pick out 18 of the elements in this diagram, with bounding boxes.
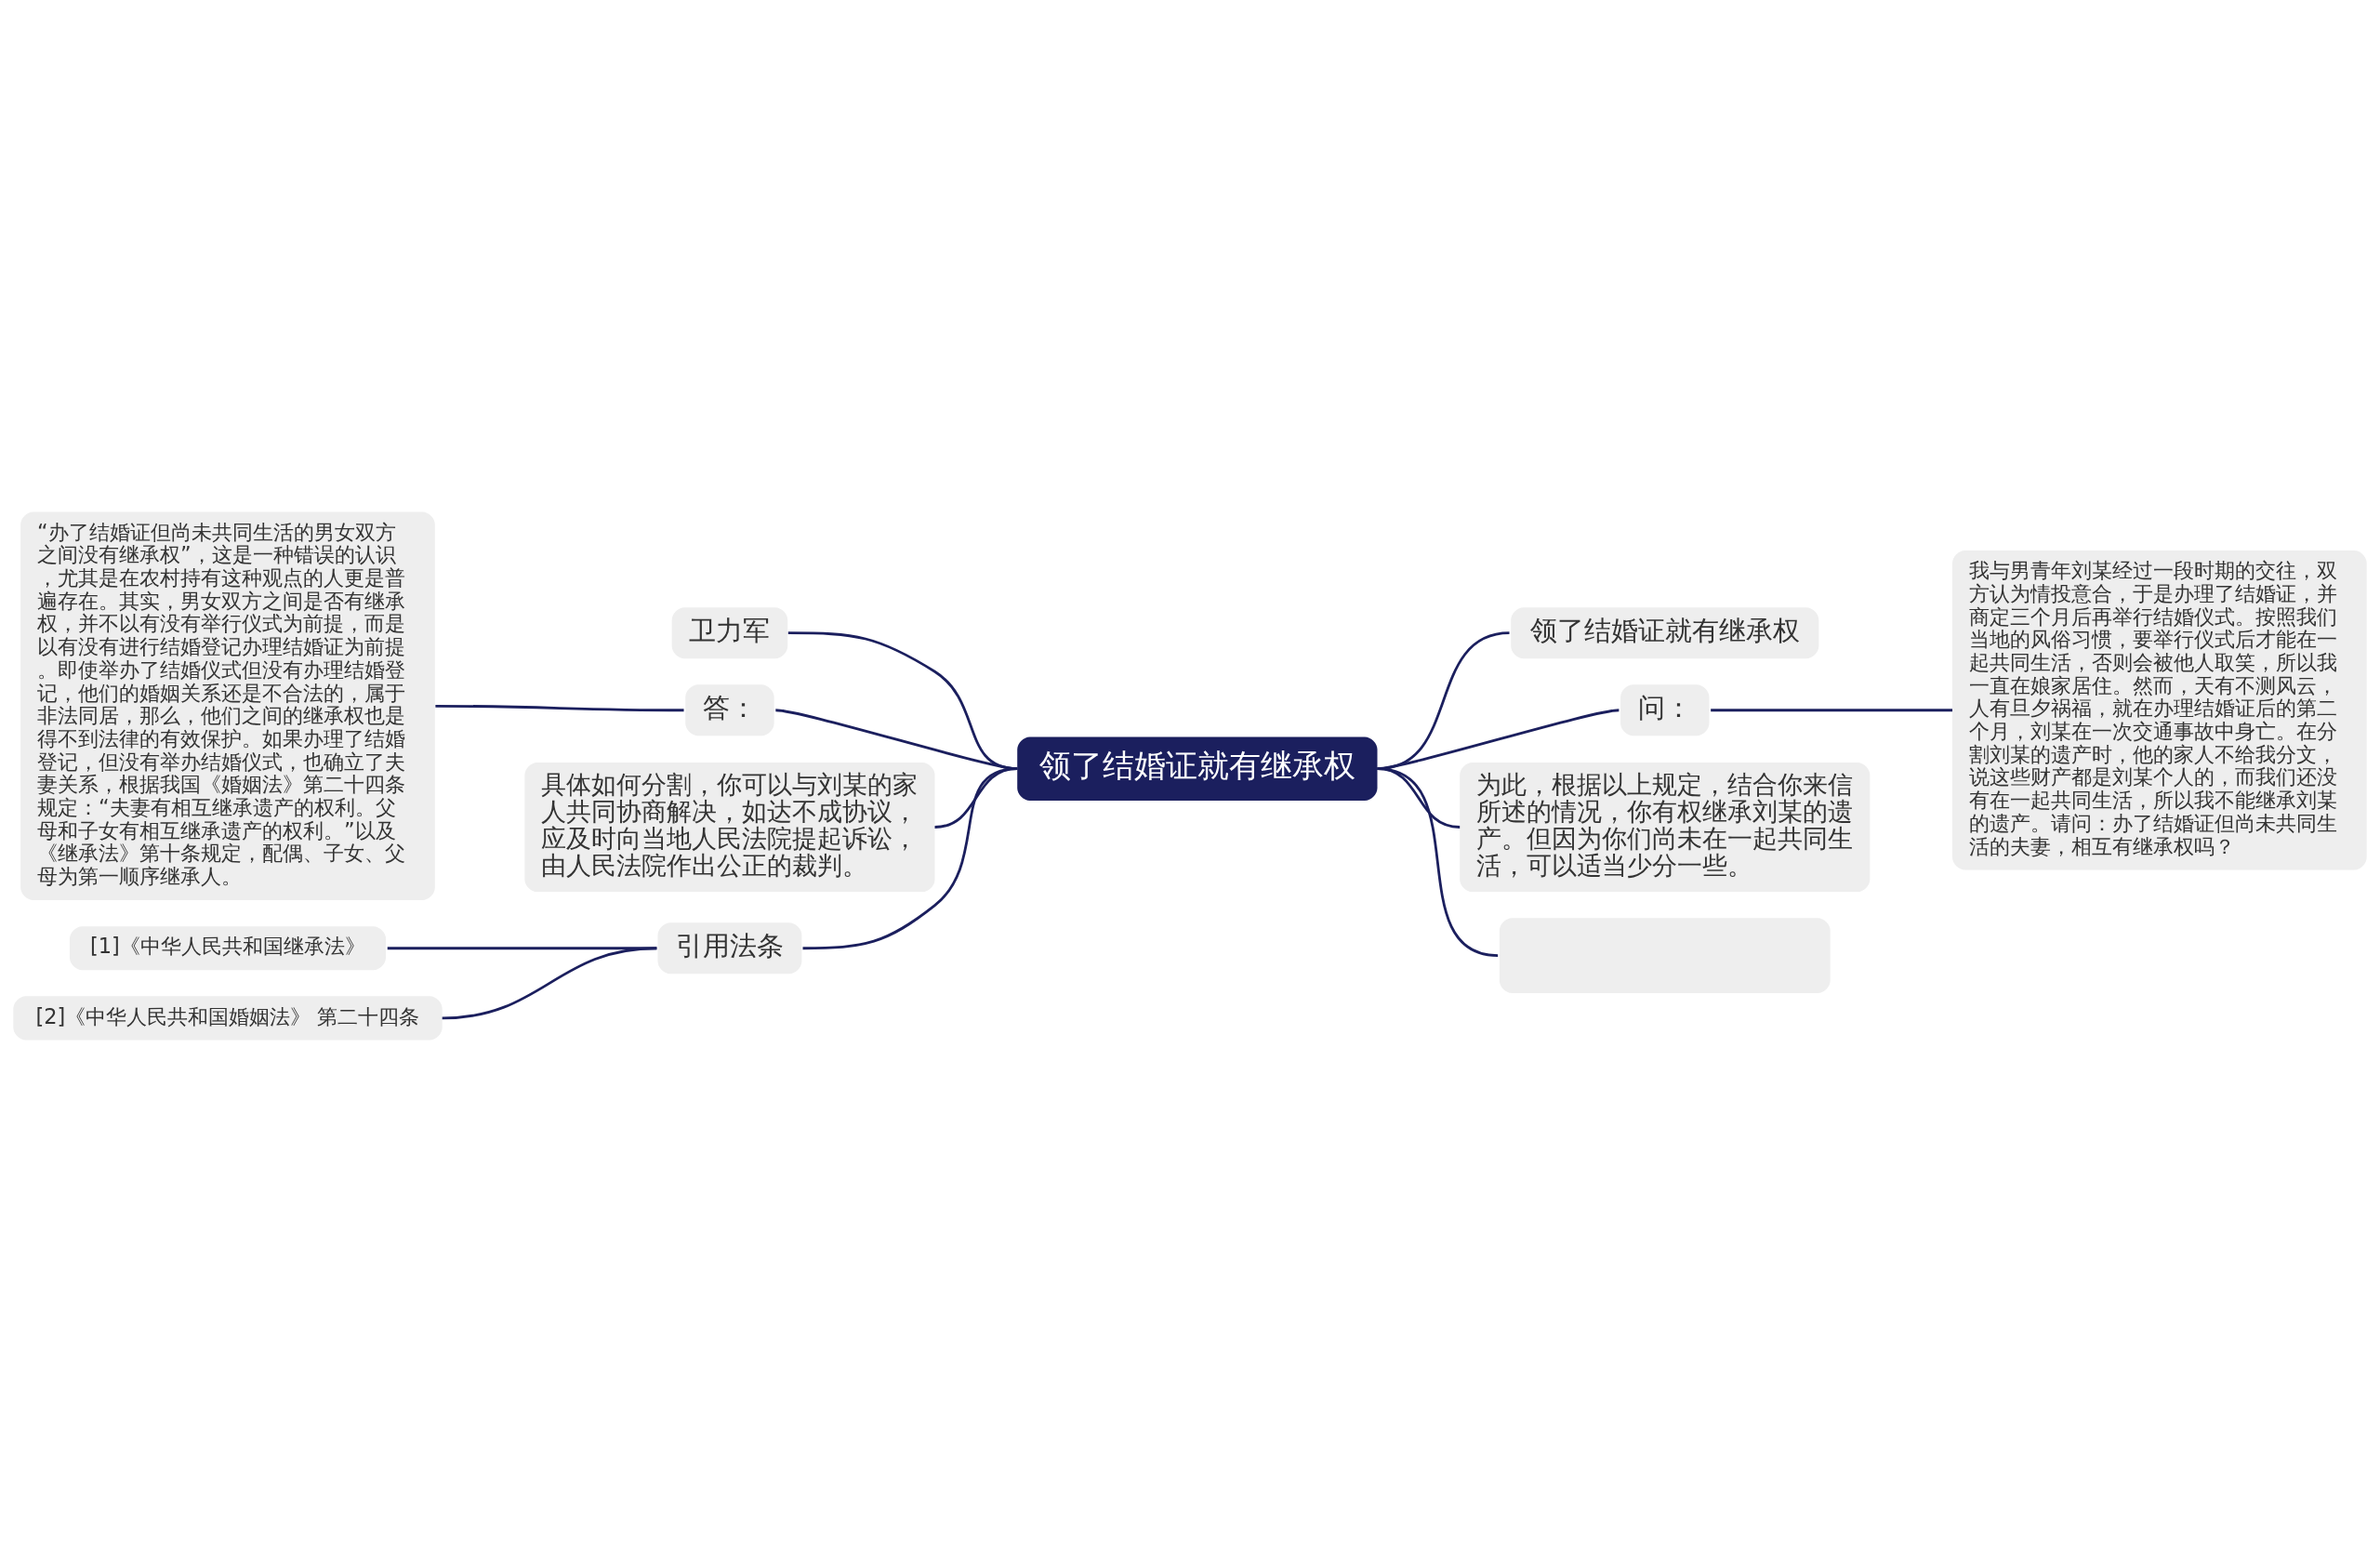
connector (435, 704, 684, 712)
node-box: 领了结婚证就有继承权 (1017, 736, 1378, 801)
node-box: 我与男青年刘某经过一段时期的交往，双方认为情投意合，于是办理了结婚证，并商定三个月后再举行结婚仪式。按照我们当地的风俗习惯，要举行仪式后才能在一起共同生活，否则会被他人取笑，所以我一直在娘家居住。然而，天有不测风云，人有旦夕祸福，就在办理结婚证后的第二个月，刘某在一次交通事故中身亡。在分割刘某的遗产时，他的家人不给我分文，说这些财产都是刘某个人的，而我们还没有在一起共同生活，所以我不能继承刘某的遗产。请问：办了结婚证但尚未共同生活的夫妻，相互有继承权吗？ (1952, 550, 2367, 870)
node-box (1499, 918, 1831, 993)
node-box: 答： (685, 684, 774, 736)
node-box: 具体如何分割，你可以与刘某的家人共同协商解决，如达不成协议，应及时向当地人民法院提起诉讼，由人民法院作出公正的裁判。 (524, 762, 935, 893)
node-box: [2]《中华人民共和国婚姻法》 第二十四条 (13, 996, 443, 1041)
node-box: 为此，根据以上规定，结合你来信所述的情况，你有权继承刘某的遗产。但因为你们尚未在一起共同生活，可以适当少分一些。 (1460, 762, 1871, 893)
node-box: 问： (1620, 684, 1710, 736)
node-box: [1]《中华人民共和国继承法》 (69, 926, 387, 971)
node-box: 卫力军 (671, 607, 788, 659)
node-box: “办了结婚证但尚未共同生活的男女双方之间没有继承权”，这是一种错误的认识，尤其是在农村持有这种观点的人更是普遍存在。其实，男女双方之间是否有继承权，并不以有没有举行仪式为前提，而是以有没有进行结婚登记办理结婚证为前提。即使举办了结婚仪式但没有办理结婚登记，他们的婚姻关系还是不合法的，属于非法同居，那么，他们之间的继承权也是得不到法律的有效保护。如果办理了结婚登记，但没有举办结婚仪式，也确立了夫妻关系，根据我国《婚姻法》第二十四条规定：“夫妻有相互继承遗产的权利。父母和子女有相互继承遗产的权利。”以及《继承法》第十条规定，配偶、子女、父母为第一顺序继承人。 (20, 511, 435, 901)
connector (802, 767, 1018, 950)
node-box: 引用法条 (657, 922, 802, 975)
node-box: 领了结婚证就有继承权 (1511, 607, 1819, 659)
connector (442, 947, 657, 1020)
connector (1377, 767, 1499, 957)
connector (1711, 709, 1953, 712)
